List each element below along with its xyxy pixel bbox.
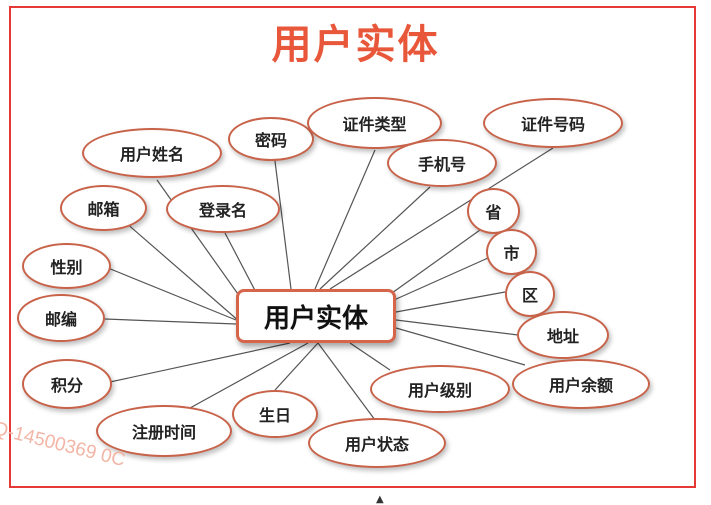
mouse-cursor-icon: ▲ xyxy=(376,494,384,505)
connector-line-address xyxy=(395,319,519,336)
attribute-node-province: 省 xyxy=(467,188,520,234)
attribute-node-login-name: 登录名 xyxy=(166,185,280,233)
attribute-node-register-time: 注册时间 xyxy=(96,405,232,457)
attribute-node-birthday: 生日 xyxy=(232,390,318,438)
attribute-node-balance: 用户余额 xyxy=(512,359,650,409)
attribute-node-district: 区 xyxy=(505,271,555,317)
connector-line-password xyxy=(274,160,292,290)
connector-line-district xyxy=(395,291,506,313)
attribute-node-gender: 性别 xyxy=(22,243,111,289)
connector-line-gender xyxy=(107,267,237,321)
attribute-node-points: 积分 xyxy=(22,359,112,409)
diagram-title: 用户实体 xyxy=(271,22,440,68)
attribute-node-user-status: 用户状态 xyxy=(308,418,446,468)
connector-line-login-name xyxy=(224,232,261,301)
connector-line-postcode xyxy=(104,318,237,325)
attribute-node-postcode: 邮编 xyxy=(17,294,105,342)
connector-line-register-time xyxy=(189,342,309,409)
attribute-node-id-number: 证件号码 xyxy=(483,98,623,148)
center-entity: 用户实体 xyxy=(236,289,396,343)
attribute-node-city: 市 xyxy=(486,229,537,275)
connector-line-user-level xyxy=(349,342,391,371)
attribute-node-password: 密码 xyxy=(228,117,314,161)
connector-line-points xyxy=(109,342,291,383)
attribute-node-user-name: 用户姓名 xyxy=(82,128,222,178)
connector-line-email xyxy=(124,221,241,323)
connector-line-id-type xyxy=(314,149,376,290)
connector-line-mobile xyxy=(319,186,431,290)
connector-line-birthday xyxy=(274,342,319,391)
connector-line-id-number xyxy=(329,147,554,290)
connector-line-province xyxy=(391,229,481,294)
diagram-frame xyxy=(9,6,696,488)
attribute-node-mobile: 手机号 xyxy=(387,139,497,187)
attribute-node-email: 邮箱 xyxy=(60,185,147,231)
connector-line-city xyxy=(393,257,489,301)
connector-line-user-status xyxy=(317,342,376,421)
attribute-node-user-level: 用户级别 xyxy=(370,365,510,413)
connector-line-balance xyxy=(395,327,526,366)
attribute-node-address: 地址 xyxy=(517,311,609,359)
